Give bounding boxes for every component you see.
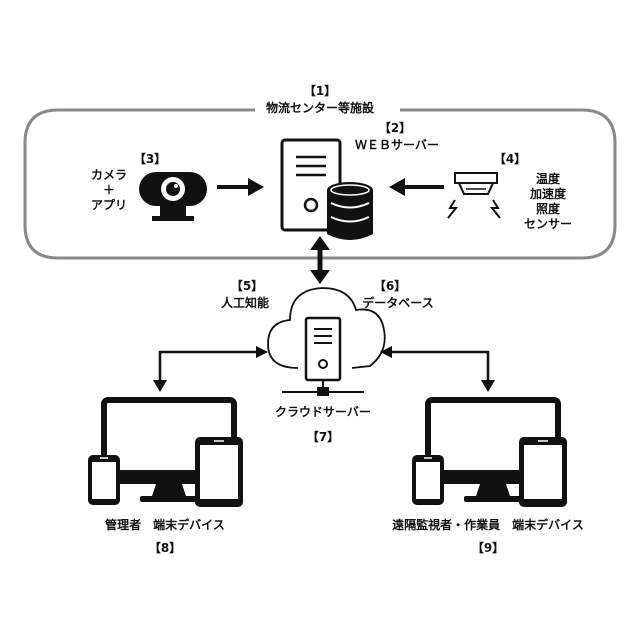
database-label: データベース bbox=[350, 296, 446, 311]
sensor-label-line: 温度 bbox=[513, 172, 583, 187]
camera-label-line: アプリ bbox=[84, 198, 134, 213]
sensor-label-line: センサー bbox=[513, 217, 583, 232]
camera-label-line: ＋ bbox=[84, 183, 134, 198]
worker-devices-number: 【9】 bbox=[453, 541, 523, 556]
web-server-label: ＷＥＢサーバー bbox=[342, 138, 452, 153]
cloud-server-label: クラウドサーバー bbox=[263, 405, 383, 420]
devices-icon bbox=[88, 400, 243, 507]
sensor-label-line: 照度 bbox=[513, 202, 583, 217]
arrow-icon bbox=[217, 178, 264, 196]
sensor-icon bbox=[448, 173, 500, 218]
ai-number: 【5】 bbox=[212, 279, 282, 294]
arrow-icon bbox=[389, 178, 444, 196]
webcam-icon bbox=[139, 172, 207, 221]
manager-devices-label: 管理者 端末デバイス bbox=[70, 518, 260, 533]
sensor-label: 温度 加速度 照度 センサー bbox=[513, 172, 583, 232]
cloud-server-number: 【7】 bbox=[288, 430, 358, 445]
arrow-icon bbox=[153, 346, 268, 392]
facility-title: 物流センター等施設 bbox=[240, 101, 400, 116]
ai-label: 人工知能 bbox=[205, 296, 285, 311]
facility-number: 【1】 bbox=[270, 84, 370, 99]
arrow-icon bbox=[310, 236, 330, 284]
sensor-label-line: 加速度 bbox=[513, 187, 583, 202]
camera-number: 【3】 bbox=[115, 152, 185, 167]
devices-icon bbox=[412, 400, 567, 507]
camera-label: カメラ ＋ アプリ bbox=[84, 168, 134, 213]
web-server-number: 【2】 bbox=[360, 121, 430, 136]
database-icon bbox=[327, 182, 373, 240]
sensor-number: 【4】 bbox=[475, 152, 545, 167]
arrow-icon bbox=[380, 346, 495, 392]
database-number: 【6】 bbox=[355, 279, 425, 294]
worker-devices-label: 遠隔監視者・作業員 端末デバイス bbox=[370, 518, 606, 533]
manager-devices-number: 【8】 bbox=[130, 541, 200, 556]
camera-label-line: カメラ bbox=[84, 168, 134, 183]
